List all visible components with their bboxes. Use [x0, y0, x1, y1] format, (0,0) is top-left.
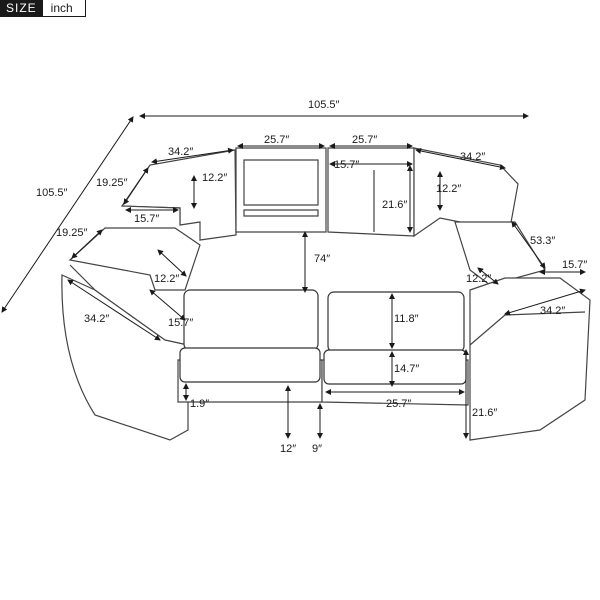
sofa-gap-label: 9″ [312, 443, 322, 455]
overall-depth-label: 105.5″ [36, 187, 68, 199]
right-table-inner-line [477, 267, 499, 285]
top-left-corner-unit [120, 149, 237, 241]
sofa-leg-label: 1.9″ [190, 398, 209, 410]
right-round-width-line [504, 288, 586, 316]
sofa-seat-depth-label: 14.7″ [394, 363, 419, 375]
top-corner-right-label: 34.2″ [460, 151, 485, 163]
left-corner-depth-line [123, 167, 149, 205]
unit-label: inch [42, 0, 85, 16]
top-corner-right-line [415, 148, 506, 170]
inner-gap-label: 74″ [314, 253, 330, 265]
right-table-length-label: 53.3″ [530, 235, 555, 247]
left-side-depth-label: 19.25″ [56, 227, 88, 239]
right-table-inner-label: 12.2″ [466, 273, 491, 285]
dimension-lines [1, 113, 586, 439]
left-sofa-back-cushion [183, 289, 319, 351]
left-round-width-label: 34.2″ [84, 313, 109, 325]
left-corner-depth-label: 19.25″ [96, 177, 128, 189]
left-sofa-seat-cushion [179, 347, 321, 383]
right-round-width-label: 34.2″ [540, 305, 565, 317]
left-round-inner-line [149, 289, 186, 321]
sofa-seat-height-label: 12″ [280, 443, 296, 455]
right-round-height-label: 21.6″ [472, 407, 497, 419]
center-height-label: 21.6″ [382, 199, 407, 211]
right-table-length-line [511, 221, 546, 269]
top-corner-left-line [151, 147, 234, 165]
top-table-left-label: 25.7″ [264, 134, 289, 146]
left-corner-inner-label: 12.2″ [154, 273, 179, 285]
sofa-back-height-label: 11.8″ [394, 313, 419, 325]
size-badge: SIZE inch [0, 0, 86, 17]
sofa-width-label: 25.7″ [386, 398, 411, 410]
overall-width-label: 105.5″ [308, 99, 340, 111]
right-corner-inner-label: 12.2″ [436, 183, 461, 195]
furniture-set [61, 147, 591, 441]
left-table-top-label: 12.2″ [202, 172, 227, 184]
left-round-unit [61, 274, 189, 441]
center-shelf-depth-label: 15.7″ [334, 159, 359, 171]
left-round-inner-label: 15.7″ [168, 317, 193, 329]
left-corner-inner-line [157, 249, 187, 277]
top-center-left-table-shelf [243, 209, 319, 217]
top-table-right-label: 25.7″ [352, 134, 377, 146]
left-table-width-label: 15.7″ [134, 213, 159, 225]
top-center-left-table-panel [243, 159, 319, 206]
left-round-width-line [67, 279, 161, 341]
size-label: SIZE [0, 0, 43, 16]
top-corner-left-label: 34.2″ [168, 146, 193, 158]
right-round-top-label: 15.7″ [562, 259, 587, 271]
dimension-labels: 105.5″ 105.5″ 74″ 25.7″ 25.7″ 34.2″ 34.2… [36, 99, 587, 455]
overall-depth-line [1, 116, 134, 313]
left-side-depth-line [71, 229, 103, 259]
